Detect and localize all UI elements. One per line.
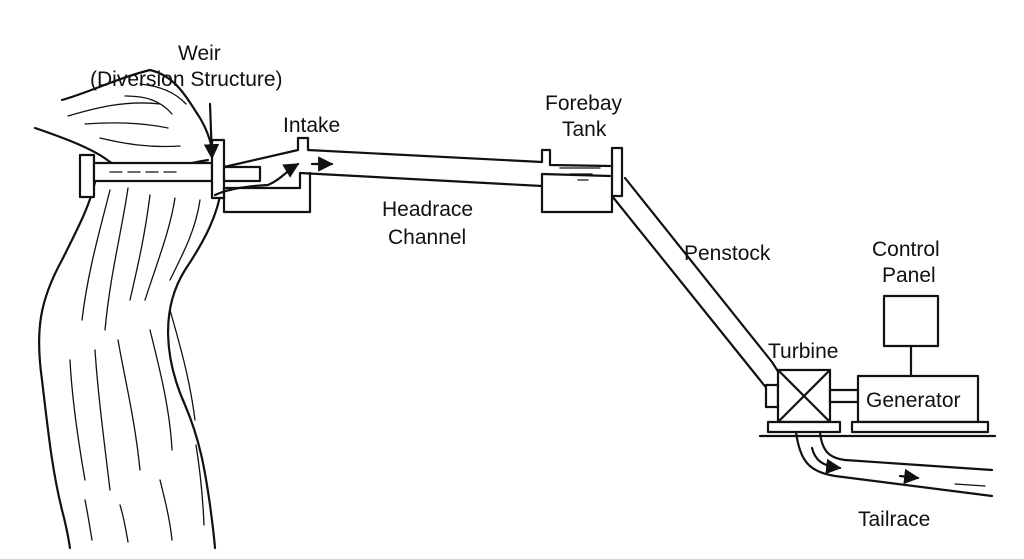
control-panel: [882, 294, 940, 378]
tailrace: [794, 430, 994, 498]
weir-structure: [78, 138, 262, 200]
weir-sub-label: (Diversion Structure): [90, 68, 283, 91]
forebay-tank-label: Tank: [562, 118, 607, 141]
headrace-channel-label: Channel: [388, 226, 466, 249]
river: [33, 68, 224, 550]
control-panel-label: Panel: [882, 264, 936, 287]
turbine: [758, 368, 860, 438]
tailrace-label: Tailrace: [858, 508, 930, 531]
penstock-label: Penstock: [684, 242, 771, 265]
forebay-tank: [559, 146, 624, 198]
generator: [843, 374, 997, 438]
forebay-label: Forebay: [545, 92, 623, 115]
weir-label: Weir: [178, 42, 221, 65]
control-label: Control: [872, 238, 940, 261]
river-flow-lines: [67, 83, 205, 543]
penstock: [610, 176, 782, 409]
intake-label: Intake: [283, 114, 340, 137]
turbine-label: Turbine: [768, 340, 838, 363]
intake-and-headrace: [203, 102, 614, 214]
generator-label: Generator: [866, 389, 961, 412]
headrace-label: Headrace: [382, 198, 473, 221]
